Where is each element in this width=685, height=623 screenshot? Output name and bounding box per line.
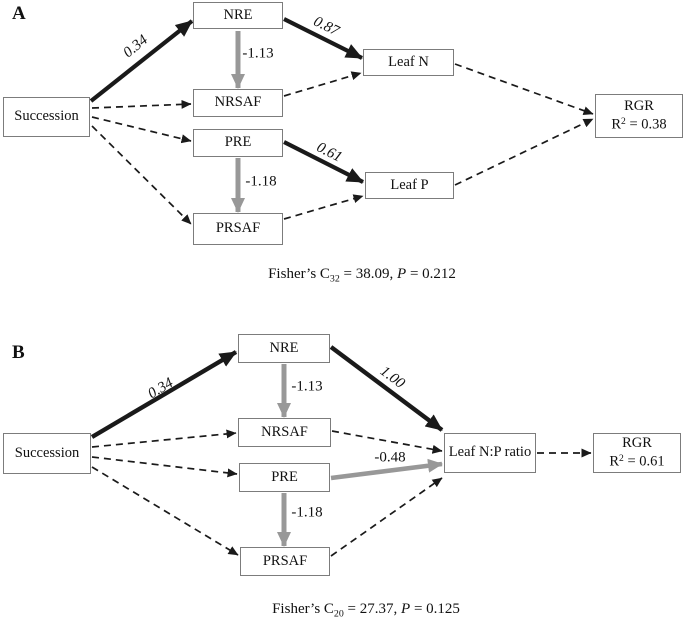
path-coefficient: -1.13 [291,378,323,395]
node-a-rgr: RGR R2 = 0.38 [595,94,683,138]
node-label: NRSAF [214,94,262,111]
node-a-leaf-n: Leaf N [363,49,454,76]
path-coefficient: -1.18 [291,504,323,521]
node-label: Leaf N:P ratio [448,444,532,461]
rgr-rsquared: R2 = 0.38 [611,115,667,133]
node-b-nre: NRE [238,334,330,363]
node-label: NRE [223,6,253,23]
node-a-pre: PRE [193,129,283,157]
node-label: Leaf N [388,53,429,70]
node-label: PRSAF [262,552,308,569]
edge-b-succession-pre [91,456,238,478]
node-b-leaf-np-ratio: Leaf N:P ratio [444,433,536,473]
edge-b-nrsaf-leafnp [331,430,443,454]
edge-a-succession-nre [89,19,194,103]
panel-a-fit-statistic: Fisher’s C32 = 38.09, P = 0.212 [268,266,456,285]
node-label: NRE [269,339,299,356]
node-a-succession: Succession [3,97,90,137]
node-a-nrsaf: NRSAF [193,89,283,117]
node-label: PRE [224,134,252,151]
edge-a-nre-leafn [283,17,363,60]
node-label: NRSAF [261,423,308,440]
node-label: Succession [14,444,80,461]
node-label: PRE [271,468,298,485]
edge-b-succession-nre [90,350,238,439]
edge-a-succession-prsaf [91,125,192,225]
node-b-pre: PRE [239,463,330,492]
edge-b-pre-leafnp [330,458,443,481]
edge-a-pre-leafp [283,140,364,184]
node-b-succession: Succession [3,433,91,474]
node-label: Leaf P [390,176,429,193]
node-a-leaf-p: Leaf P [365,172,454,199]
node-b-nrsaf: NRSAF [238,418,331,447]
edge-a-succession-nrsaf [91,99,192,109]
node-b-rgr: RGR R2 = 0.61 [593,433,681,473]
rgr-title: RGR [622,435,652,452]
node-label: Succession [14,108,79,125]
panel-b-label: B [12,342,25,363]
edge-b-succession-nrsaf [91,429,237,448]
edge-a-prsaf-leafp [283,194,364,220]
edge-a-leafn-rgr [454,63,594,115]
path-coefficient: -0.48 [374,449,406,466]
edge-a-leafp-rgr [454,118,594,186]
path-coefficient: -1.13 [242,45,274,62]
rgr-rsquared: R2 = 0.61 [609,452,665,470]
panel-b-fit-statistic: Fisher’s C20 = 27.37, P = 0.125 [272,601,460,620]
node-a-nre: NRE [193,2,283,29]
edge-a-nrsaf-leafn [283,71,362,97]
edge-a-succession-pre [91,116,192,144]
node-b-prsaf: PRSAF [240,547,330,576]
edge-b-succession-prsaf [91,466,239,556]
edge-b-prsaf-leafnp [330,477,443,557]
node-a-prsaf: PRSAF [193,213,283,245]
node-label: PRSAF [215,220,261,237]
path-coefficient: -1.18 [245,173,277,190]
rgr-title: RGR [624,98,654,115]
edge-b-nre-leafnp [329,345,444,432]
panel-a-label: A [12,3,26,24]
